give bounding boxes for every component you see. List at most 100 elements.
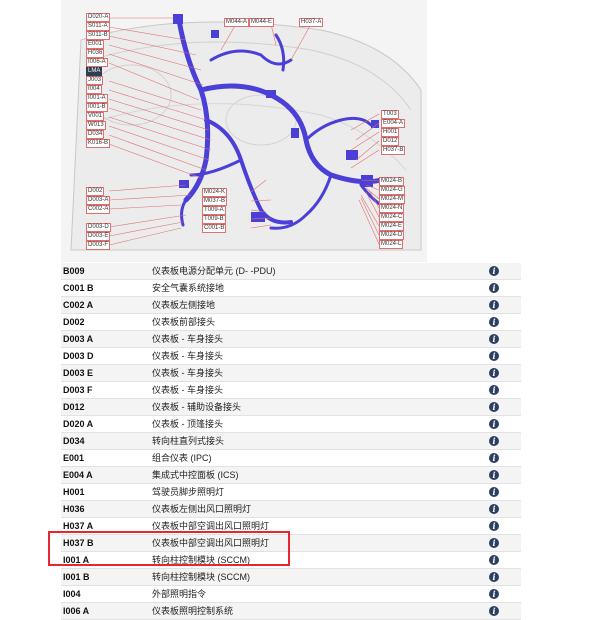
callout-label: W013 [86,121,106,130]
info-icon[interactable]: i [489,538,499,548]
table-row: E004 A 集成式中控面板 (ICS) i [61,467,521,484]
connector-code: D003 E [63,368,94,378]
info-icon[interactable]: i [489,589,499,599]
connector-code: H037 A [63,521,94,531]
connector-code: I001 B [63,572,90,582]
callout-label: M044-E [249,18,275,27]
callout-label: H037-B [381,146,406,155]
table-row: D003 A 仪表板 - 车身接头 i [61,331,521,348]
table-row: H001 驾驶员脚步照明灯 i [61,484,521,501]
connector-description: 仪表板 - 车身接头 [152,385,223,395]
callout-label: M024-E [379,222,405,231]
callout-label: M024-K [202,188,228,197]
connector-description: 转向柱控制模块 (SCCM) [152,572,250,582]
callout-label: E001 [86,40,105,49]
callout-label: T009-A [202,206,226,215]
connector-description: 仪表板中部空调出风口照明灯 [152,538,270,548]
callout-label: J003 [86,76,104,85]
connector-code: D020 A [63,419,94,429]
callout-label: D034 [86,130,105,139]
connector-code: I006 A [63,606,90,616]
callout-label: V001 [86,112,105,121]
connector-code: E004 A [63,470,93,480]
connector-code: D003 F [63,385,93,395]
callout-label: D012 [381,137,400,146]
connector-description: 转向柱直列式接头 [152,436,225,446]
callout-label: K016-B [86,139,111,148]
connector-code: I001 A [63,555,90,565]
table-row: H037 A 仪表板中部空调出风口照明灯 i [61,518,521,535]
connector-code: H036 [63,504,85,514]
callout-label: M024-L [379,240,404,249]
connector-description: 仪表板 - 车身接头 [152,334,223,344]
info-icon[interactable]: i [489,402,499,412]
info-icon[interactable]: i [489,419,499,429]
callout-label: C001-B [202,224,227,233]
connector-description: 仪表板左侧出风口照明灯 [152,504,252,514]
callout-label: H037-A [299,18,324,27]
info-icon[interactable]: i [489,351,499,361]
table-row: H037 B 仪表板中部空调出风口照明灯 i [61,535,521,552]
callout-label: M037-B [202,197,228,206]
connector-code: D012 [63,402,85,412]
connector-code: D003 A [63,334,94,344]
connector-description: 仪表板中部空调出风口照明灯 [152,521,270,531]
info-icon[interactable]: i [489,436,499,446]
callout-label: H036 [86,49,105,58]
callout-label-highlighted: LMA [86,67,103,76]
table-row: I001 B 转向柱控制模块 (SCCM) i [61,569,521,586]
connector-code: H037 B [63,538,94,548]
callout-label: M044-A [224,18,250,27]
callout-label: D003-A [86,196,111,205]
info-icon[interactable]: i [489,334,499,344]
info-icon[interactable]: i [489,606,499,616]
info-icon[interactable]: i [489,504,499,514]
callout-label: M024-C [379,213,405,222]
callout-label: M024-M [379,195,406,204]
info-icon[interactable]: i [489,368,499,378]
connector-code: D003 D [63,351,94,361]
info-icon[interactable]: i [489,453,499,463]
info-icon[interactable]: i [489,521,499,531]
wiring-diagram: D020-A S011-A S011-B E001 H036 I006-A LM… [61,0,427,262]
table-row: D020 A 仪表板 - 顶篷接头 i [61,416,521,433]
info-icon[interactable]: i [489,317,499,327]
table-row: B009 仪表板电源分配单元 (D- -PDU) i [61,263,521,280]
callout-label: T003 [381,110,399,119]
table-row: H036 仪表板左侧出风口照明灯 i [61,501,521,518]
callout-label: E004-A [381,119,406,128]
table-row: D003 F 仪表板 - 车身接头 i [61,382,521,399]
table-row: D012 仪表板 - 辅助设备接头 i [61,399,521,416]
info-icon[interactable]: i [489,283,499,293]
info-icon[interactable]: i [489,300,499,310]
info-icon[interactable]: i [489,385,499,395]
callout-label: C002-A [86,205,111,214]
info-icon[interactable]: i [489,470,499,480]
harness-illustration [70,14,422,251]
connector-code: C001 B [63,283,94,293]
connector-description: 集成式中控面板 (ICS) [152,470,239,480]
connector-description: 仪表板前部接头 [152,317,216,327]
connector-description: 驾驶员脚步照明灯 [152,487,225,497]
callout-label: D020-A [86,13,111,22]
connector-description: 仪表板 - 顶篷接头 [152,419,223,429]
info-icon[interactable]: i [489,555,499,565]
connector-description: 仪表板电源分配单元 (D- -PDU) [152,266,276,276]
info-icon[interactable]: i [489,572,499,582]
info-icon[interactable]: i [489,487,499,497]
info-icon[interactable]: i [489,266,499,276]
connector-code: B009 [63,266,85,276]
callout-label: H001 [381,128,400,137]
connector-code: H001 [63,487,85,497]
callout-label: I006-A [86,58,108,67]
connector-description: 仪表板 - 车身接头 [152,368,223,378]
connector-description: 仪表板 - 辅助设备接头 [152,402,241,412]
table-row: D003 E 仪表板 - 车身接头 i [61,365,521,382]
